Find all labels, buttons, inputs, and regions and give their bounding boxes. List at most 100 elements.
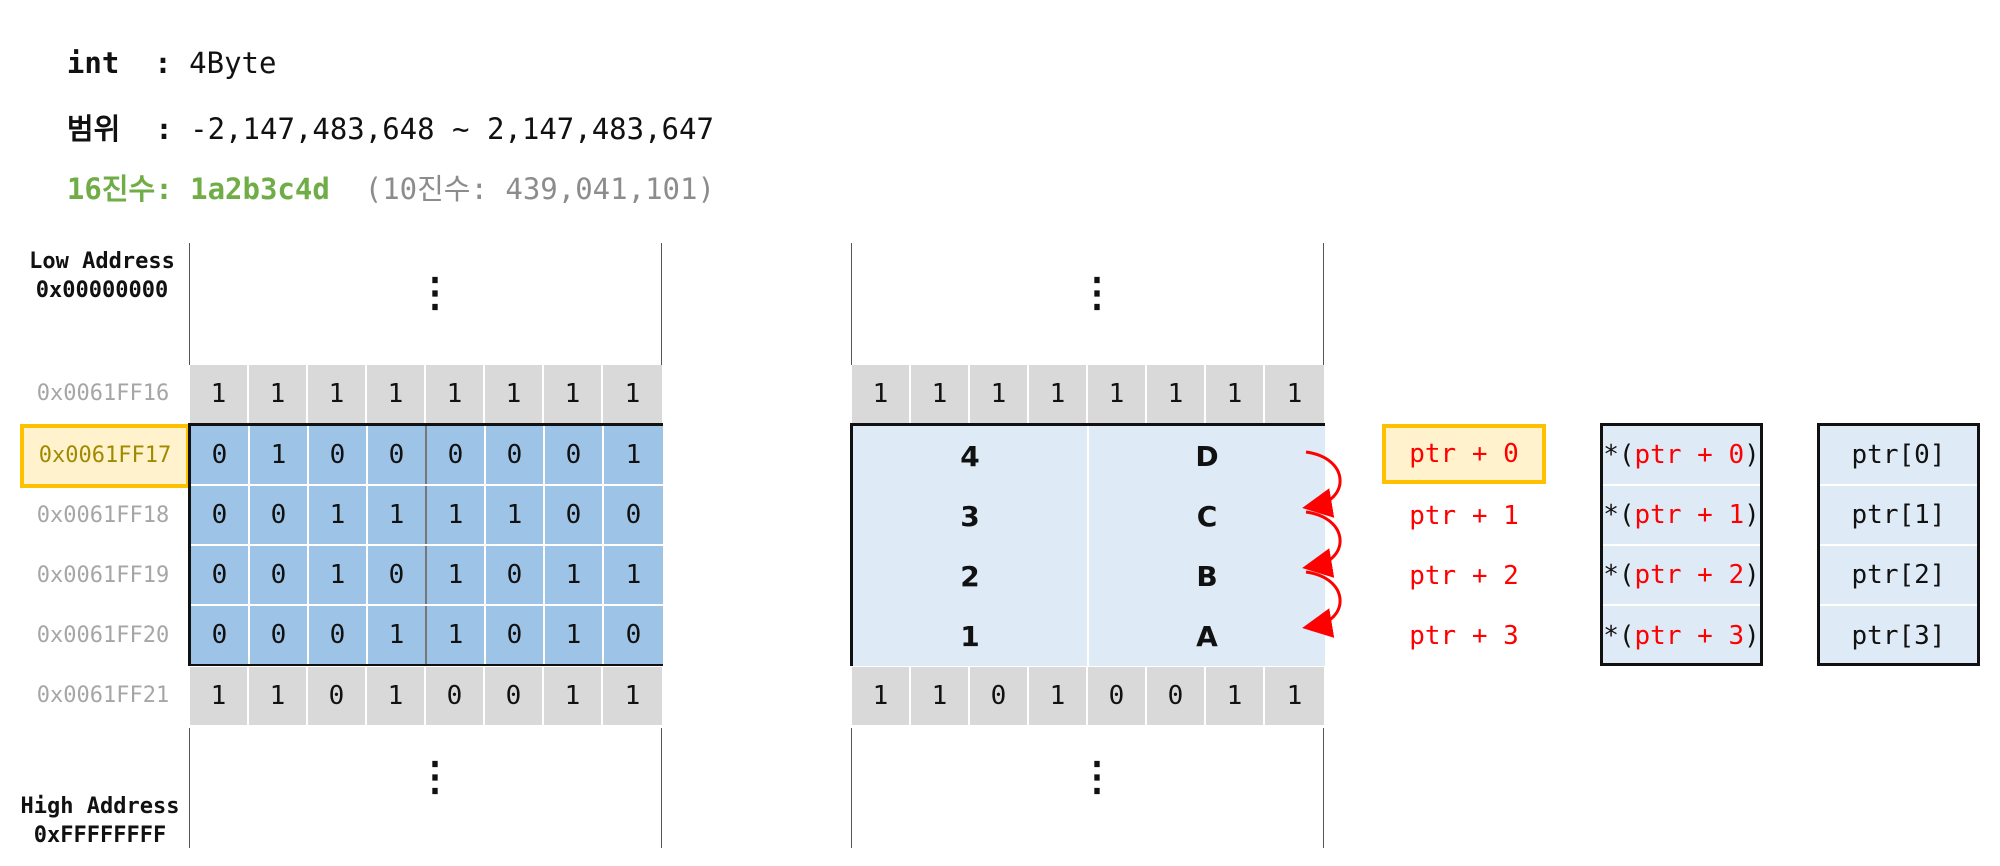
deref-prefix: *(: [1603, 560, 1635, 590]
bit-cell: 1: [190, 667, 249, 725]
bit-cell: 0: [309, 606, 368, 664]
int-size-value: 4Byte: [189, 46, 277, 80]
bit-cell: 1: [1088, 365, 1147, 423]
dereference-item: *(ptr + 1): [1603, 486, 1760, 546]
bit-row: 0 0 0 1 1 0 1 0: [191, 606, 663, 664]
hex-high-nibble: 3: [853, 486, 1089, 546]
bit-cell: 0: [250, 606, 309, 664]
bit-cell: 1: [368, 606, 427, 664]
bit-cell: 0: [191, 486, 250, 544]
bit-cell: 1: [367, 365, 426, 423]
index-item: ptr[0]: [1820, 426, 1977, 486]
index-item: ptr[3]: [1851, 621, 1946, 651]
memory-border-line: [661, 243, 662, 365]
bit-cell: 0: [426, 667, 485, 725]
bit-cell: 0: [191, 546, 250, 604]
bit-cell: 1: [427, 546, 486, 604]
bit-cell: 1: [426, 365, 485, 423]
bit-cell: 0: [250, 546, 309, 604]
bit-cell: 1: [970, 365, 1029, 423]
bit-cell: 0: [250, 486, 309, 544]
memory-border-line: [1323, 243, 1324, 365]
bit-cell: 1: [427, 486, 486, 544]
hex-keyword: 16진수:: [66, 172, 191, 206]
ellipsis-icon: ⋮: [415, 754, 455, 800]
bit-cell: 1: [852, 365, 911, 423]
range-value: -2,147,483,648 ~ 2,147,483,647: [190, 112, 714, 146]
bit-cell: 1: [368, 486, 427, 544]
bit-cell: 1: [603, 365, 662, 423]
dereference-column: *(ptr + 0) *(ptr + 1) *(ptr + 2) *(ptr +…: [1600, 423, 1763, 666]
pointer-label: ptr + 3: [1409, 621, 1519, 651]
address-selected-wrap: 0x0061FF17: [0, 424, 200, 488]
memory-border-line: [851, 243, 852, 365]
bit-cell: 1: [249, 365, 308, 423]
deref-suffix: ): [1744, 621, 1760, 651]
bit-row-above: 1 1 1 1 1 1 1 1: [852, 365, 1324, 423]
dereference-item: *(ptr + 3): [1603, 606, 1760, 666]
int-separator: :: [119, 46, 190, 80]
dereference-item: *(ptr + 0): [1603, 426, 1760, 486]
bit-cell: 0: [970, 667, 1029, 725]
memory-border-line: [661, 728, 662, 848]
deref-pointer: ptr + 2: [1634, 560, 1745, 590]
deref-suffix: ): [1744, 440, 1760, 470]
ellipsis-icon: ⋮: [1077, 754, 1117, 800]
bit-cell: 1: [1147, 365, 1206, 423]
bit-cell: 1: [309, 486, 368, 544]
decimal-note: (10진수: 439,041,101): [329, 172, 715, 206]
bit-cell: 1: [250, 426, 309, 484]
low-address-label: Low Address 0x00000000: [2, 247, 202, 305]
bit-cell: 0: [427, 426, 486, 484]
hex-nibble-block: 4 D 3 C 2 B 1 A: [850, 423, 1325, 666]
hex-low-nibble: B: [1089, 546, 1325, 606]
bit-cell: 1: [544, 365, 603, 423]
bit-cell: 1: [486, 486, 545, 544]
memory-border-line: [1323, 728, 1324, 848]
bit-cell: 1: [1206, 365, 1265, 423]
deref-pointer: ptr + 0: [1634, 440, 1745, 470]
hex-row: 3 C: [853, 486, 1325, 548]
high-address-title: High Address: [20, 794, 180, 819]
address-label: 0x0061FF21: [36, 683, 170, 708]
bit-row: 0 1 0 0 0 0 0 1: [191, 426, 663, 486]
bit-cell: 1: [604, 426, 663, 484]
low-address-value: 0x00000000: [35, 278, 169, 303]
hex-high-nibble: 1: [853, 606, 1089, 666]
bit-cell: 0: [485, 667, 544, 725]
address-label: 0x0061FF19: [36, 563, 170, 588]
bit-cell: 1: [1265, 365, 1324, 423]
hex-low-nibble: C: [1089, 486, 1325, 546]
index-item: ptr[1]: [1820, 486, 1977, 546]
bit-cell: 0: [191, 426, 250, 484]
arrow-icon: [1302, 450, 1342, 518]
bit-cell: 1: [911, 667, 970, 725]
int-bits-block: 0 1 0 0 0 0 0 1 0 0 1 1 1 1 0 0 0 0 1 0 …: [188, 423, 663, 666]
deref-prefix: *(: [1603, 621, 1635, 651]
bit-cell: 1: [190, 365, 249, 423]
bit-cell: 1: [1029, 365, 1088, 423]
bit-row-below: 1 1 0 1 0 0 1 1: [852, 667, 1324, 725]
deref-pointer: ptr + 1: [1634, 500, 1745, 530]
bit-cell: 1: [852, 667, 911, 725]
hex-low-nibble: A: [1089, 606, 1325, 666]
deref-pointer: ptr + 3: [1634, 621, 1745, 651]
ellipsis-icon: ⋮: [415, 270, 455, 316]
memory-border-line: [189, 243, 190, 365]
index-column: ptr[0] ptr[1] ptr[2] ptr[3]: [1817, 423, 1980, 666]
address-label: 0x0061FF18: [36, 503, 170, 528]
bit-cell: 1: [309, 546, 368, 604]
bit-cell: 1: [545, 606, 604, 664]
hex-row: 4 D: [853, 426, 1325, 488]
hex-low-nibble: D: [1089, 426, 1325, 486]
bit-cell: 1: [911, 365, 970, 423]
arrow-icon: [1302, 510, 1342, 578]
bit-cell: 0: [1088, 667, 1147, 725]
bit-cell: 0: [309, 426, 368, 484]
bit-cell: 1: [604, 546, 663, 604]
bit-row-above: 1 1 1 1 1 1 1 1: [190, 365, 662, 423]
deref-suffix: ): [1744, 560, 1760, 590]
deref-suffix: ): [1744, 500, 1760, 530]
bit-cell: 0: [545, 426, 604, 484]
deref-prefix: *(: [1603, 440, 1635, 470]
